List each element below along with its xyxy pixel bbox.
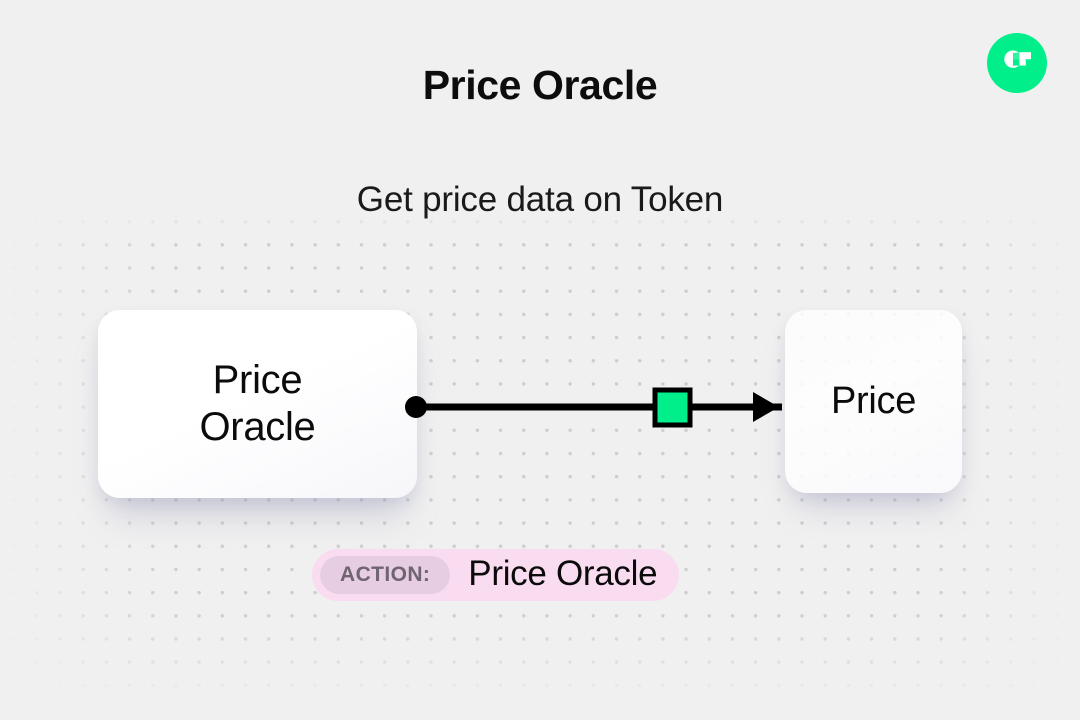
edge-arrowhead-icon (753, 392, 779, 422)
flow-logo-icon (987, 33, 1047, 93)
action-badge: ACTION: Price Oracle (312, 549, 680, 601)
action-badge-value: Price Oracle (468, 554, 658, 593)
page-subtitle: Get price data on Token (356, 180, 724, 219)
action-badge-tag: ACTION: (320, 556, 451, 594)
price-output-node[interactable]: Price (785, 310, 962, 493)
edge-green-square-icon[interactable] (652, 387, 693, 428)
page-title: Price Oracle (422, 62, 658, 108)
price-oracle-node-label: Price Oracle (199, 358, 316, 449)
price-oracle-node[interactable]: Price Oracle (98, 310, 417, 498)
price-output-node-label: Price (830, 380, 917, 423)
connector-edge (405, 387, 782, 428)
